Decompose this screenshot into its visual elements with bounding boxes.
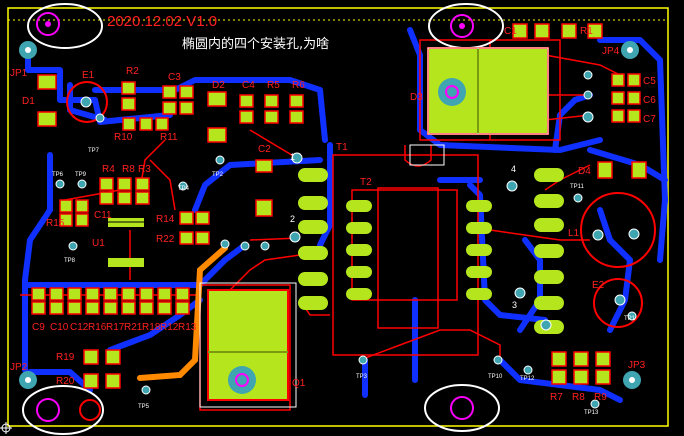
label-D4: D4 bbox=[578, 166, 591, 177]
label-C10: C10 bbox=[50, 322, 69, 333]
pin-3-label: 3 bbox=[512, 300, 517, 310]
label-R10: R10 bbox=[114, 132, 133, 143]
label-TP7: TP7 bbox=[88, 148, 100, 154]
vias bbox=[55, 70, 640, 409]
label-R5: R5 bbox=[267, 80, 280, 91]
label-R2: R2 bbox=[126, 66, 139, 77]
label-R14: R14 bbox=[156, 214, 175, 225]
label-JP3: JP3 bbox=[628, 360, 646, 371]
component-bodies bbox=[66, 47, 656, 408]
label-C9: C9 bbox=[32, 322, 45, 333]
label-R13: R13 bbox=[178, 322, 197, 333]
mounting-holes bbox=[22, 3, 504, 435]
label-E1: E1 bbox=[82, 70, 95, 81]
label-R18: R18 bbox=[142, 322, 161, 333]
label-R9: R9 bbox=[594, 392, 607, 403]
label-D3: D3 bbox=[410, 92, 423, 103]
label-TP6: TP6 bbox=[52, 172, 64, 178]
jumper-pads bbox=[19, 41, 641, 389]
label-E2: E2 bbox=[592, 280, 605, 291]
label-R12: R12 bbox=[160, 322, 179, 333]
label-U1: U1 bbox=[92, 238, 105, 249]
label-R1: R1 bbox=[580, 26, 593, 37]
pin-2-label: 2 bbox=[290, 214, 295, 224]
label-JP2: JP2 bbox=[10, 362, 28, 373]
label-TP5: TP5 bbox=[138, 404, 150, 410]
label-TP8: TP8 bbox=[64, 258, 76, 264]
label-C6: C6 bbox=[643, 95, 656, 106]
label-R8-br: R8 bbox=[572, 392, 585, 403]
label-Q1: Q1 bbox=[292, 378, 306, 389]
label-JP4: JP4 bbox=[602, 46, 620, 57]
testpoint-labels: TP7 TP2 TP6 TP9 TP4 TP8 TP3 TP10 TP12 TP… bbox=[52, 148, 636, 416]
mount-hole-ellipse-bottom-left bbox=[22, 385, 104, 435]
label-R7: R7 bbox=[550, 392, 563, 403]
version-text: 2020.12.02 V1.0 bbox=[107, 13, 217, 30]
label-R3: R3 bbox=[138, 164, 151, 175]
board-outline bbox=[7, 7, 669, 427]
pin-1-label: 1 bbox=[290, 152, 295, 162]
label-JP1: JP1 bbox=[10, 68, 28, 79]
origin-marker-icon bbox=[0, 422, 12, 434]
mount-hole-ellipse-bottom-right bbox=[424, 384, 500, 432]
label-R22: R22 bbox=[156, 234, 175, 245]
label-R17: R17 bbox=[106, 322, 125, 333]
label-L1: L1 bbox=[568, 228, 580, 239]
pin-labels: 1 2 3 4 bbox=[290, 152, 517, 310]
label-R11: R11 bbox=[160, 132, 178, 143]
label-R21: R21 bbox=[124, 322, 143, 333]
label-C12: C12 bbox=[70, 322, 89, 333]
label-TP12: TP12 bbox=[520, 376, 535, 382]
label-C7: C7 bbox=[643, 114, 656, 125]
label-R6: R6 bbox=[292, 80, 305, 91]
bottom-copper-traces bbox=[22, 27, 668, 403]
pin-4-label: 4 bbox=[511, 164, 516, 174]
label-TP2: TP2 bbox=[212, 172, 224, 178]
label-TP4: TP4 bbox=[178, 186, 190, 192]
caption-text: 椭圆内的四个安装孔,为啥 bbox=[182, 36, 329, 52]
label-T1: T1 bbox=[336, 142, 348, 153]
label-R19: R19 bbox=[56, 352, 75, 363]
label-R4: R4 bbox=[102, 164, 115, 175]
silkscreen-labels: JP1 JP2 JP3 JP4 D1 E1 R2 C3 D2 C4 R5 R6 … bbox=[10, 26, 656, 403]
label-R20: R20 bbox=[56, 376, 75, 387]
label-C4: C4 bbox=[242, 80, 255, 91]
label-TP11: TP11 bbox=[570, 184, 585, 190]
label-T2: T2 bbox=[360, 177, 372, 188]
highlighted-trace bbox=[137, 245, 228, 381]
label-C3: C3 bbox=[168, 72, 181, 83]
label-TP10: TP10 bbox=[488, 374, 503, 380]
label-C1: C1 bbox=[504, 26, 517, 37]
u1-ic bbox=[108, 218, 144, 267]
label-C2: C2 bbox=[258, 144, 271, 155]
label-TP9: TP9 bbox=[75, 172, 87, 178]
label-C11: C11 bbox=[94, 210, 112, 221]
mount-hole-ellipse-top-left bbox=[27, 3, 103, 49]
label-R16: R16 bbox=[88, 322, 107, 333]
label-D2: D2 bbox=[212, 80, 225, 91]
label-C9-mid: R8 bbox=[122, 164, 135, 175]
label-C5: C5 bbox=[643, 76, 656, 87]
smd-pads bbox=[31, 23, 647, 389]
label-D1: D1 bbox=[22, 96, 35, 107]
label-TP1: TP1 bbox=[624, 316, 636, 322]
label-TP13: TP13 bbox=[584, 410, 599, 416]
label-R15: R15 bbox=[46, 218, 65, 229]
label-TP3: TP3 bbox=[356, 374, 368, 380]
